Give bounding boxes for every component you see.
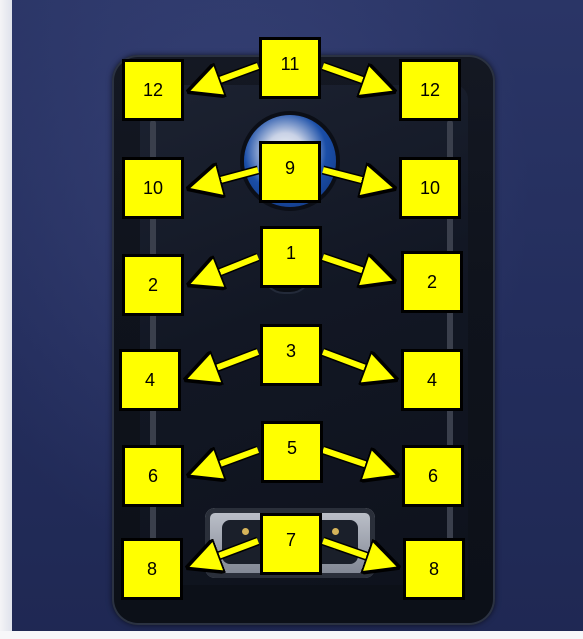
label-right-row2: 10 (399, 157, 461, 219)
label-center-row4: 3 (260, 324, 322, 386)
arrow (323, 170, 385, 186)
label-center-row2: 9 (259, 141, 321, 203)
arrow (323, 257, 385, 278)
arrow (198, 450, 258, 472)
arrow (197, 541, 258, 564)
label-left-row3: 2 (122, 254, 184, 316)
label-left-row4: 4 (119, 349, 181, 411)
label-right-row3: 2 (401, 251, 463, 313)
label-right-row1: 12 (399, 59, 461, 121)
label-center-row1: 11 (259, 37, 321, 99)
label-right-row4: 4 (401, 349, 463, 411)
label-center-row5: 5 (261, 421, 323, 483)
arrow (198, 66, 258, 88)
label-left-row6: 8 (121, 538, 183, 600)
arrow (198, 257, 258, 281)
label-center-row3: 1 (260, 226, 322, 288)
arrow (195, 352, 258, 376)
label-left-row5: 6 (122, 445, 184, 507)
arrow (323, 352, 387, 376)
label-right-row6: 8 (403, 538, 465, 600)
arrow (323, 66, 385, 88)
arrow (323, 541, 389, 564)
label-center-row6: 7 (260, 513, 322, 575)
label-left-row2: 10 (122, 157, 184, 219)
arrow (198, 170, 258, 186)
label-right-row5: 6 (402, 445, 464, 507)
label-left-row1: 12 (122, 59, 184, 121)
arrow (323, 450, 388, 472)
